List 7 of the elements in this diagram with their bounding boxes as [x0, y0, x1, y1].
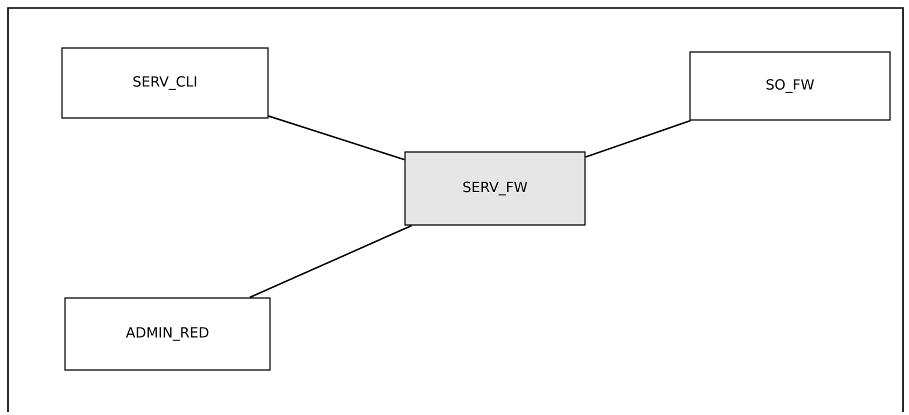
- connector-line: [249, 224, 412, 298]
- connector-line: [585, 120, 691, 158]
- process-box: SO_FW: [689, 51, 891, 121]
- process-box: ADMIN_RED: [64, 297, 271, 371]
- connector-line: [268, 115, 405, 160]
- process-box: SERV_FW: [404, 151, 586, 226]
- process-box: SERV_CLI: [61, 47, 269, 119]
